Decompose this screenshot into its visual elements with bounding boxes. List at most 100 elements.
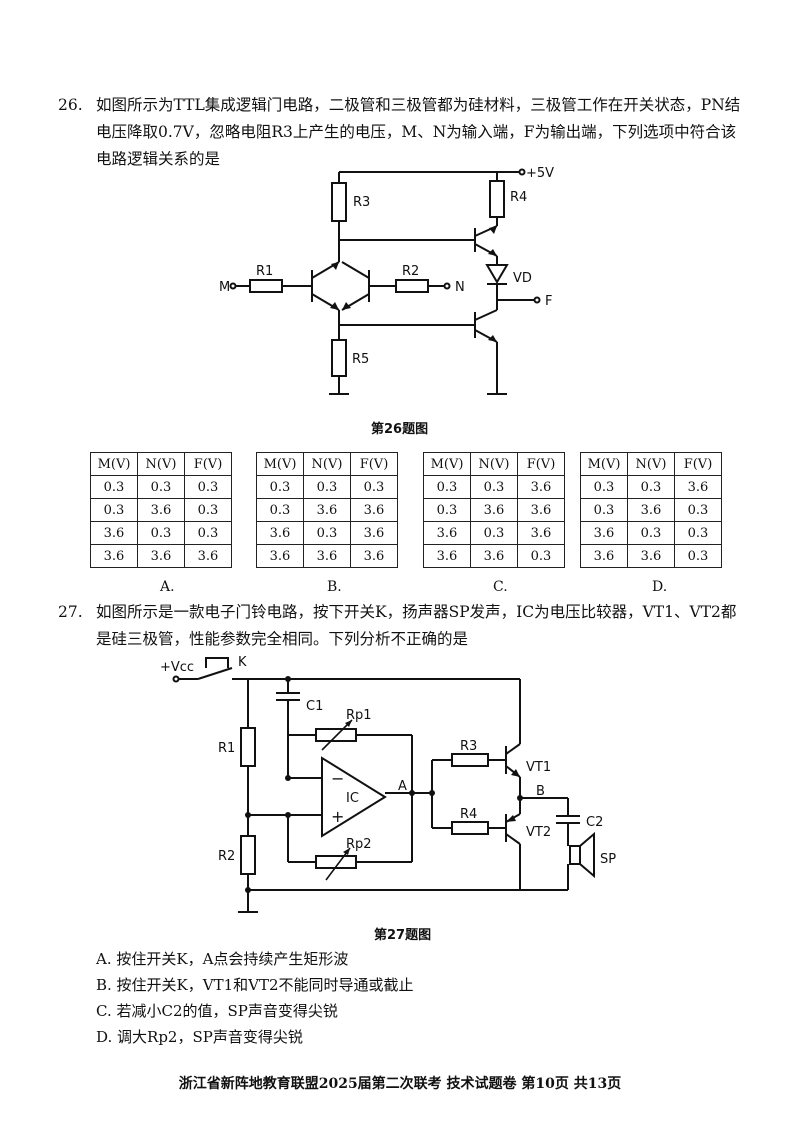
- r3-label: R3: [460, 739, 477, 754]
- c2-label: C2: [586, 815, 603, 830]
- table-cell: 0.3: [627, 521, 675, 545]
- r2-label: R2: [402, 264, 419, 279]
- table-cell: 0.3: [350, 475, 398, 499]
- question-line: 电路逻辑关系的是: [96, 150, 221, 168]
- table-cell: 3.6: [517, 475, 565, 499]
- table-cell: 3.6: [674, 475, 722, 499]
- ttl-gate-circuit-diagram: +5V R3 R4 VD F R1 R2 M N R5: [219, 166, 554, 395]
- table-cell: 0.3: [184, 498, 232, 522]
- header-cell: N(V): [470, 452, 518, 476]
- header-cell: N(V): [303, 452, 351, 476]
- header-cell: F(V): [184, 452, 232, 476]
- table-cell: 3.6: [303, 544, 351, 568]
- r4-label: R4: [510, 190, 527, 205]
- vd-label: VD: [513, 271, 532, 286]
- table-cell: 3.6: [580, 544, 628, 568]
- node-a-label: A: [398, 779, 407, 794]
- header-cell: M(V): [580, 452, 628, 476]
- rp2-label: Rp2: [346, 837, 372, 852]
- table-cell: 0.3: [303, 521, 351, 545]
- header-cell: F(V): [674, 452, 722, 476]
- table-cell: 3.6: [137, 544, 185, 568]
- header-cell: N(V): [627, 452, 675, 476]
- table-cell: 3.6: [627, 498, 675, 522]
- table-cell: 3.6: [256, 544, 304, 568]
- r4-label: R4: [460, 807, 477, 822]
- table-cell: 3.6: [470, 544, 518, 568]
- table-cell: 0.3: [303, 475, 351, 499]
- f-label: F: [545, 294, 552, 309]
- table-cell: 3.6: [517, 521, 565, 545]
- question-line: 是硅三极管，性能参数完全相同。下列分析不正确的是: [96, 630, 469, 648]
- header-cell: N(V): [137, 452, 185, 476]
- table-cell: 3.6: [90, 521, 138, 545]
- table-cell: 3.6: [470, 498, 518, 522]
- option-b: B. 按住开关K，VT1和VT2不能同时导通或截止: [96, 976, 414, 994]
- vcc-label: +Vcc: [160, 660, 194, 675]
- rp1-label: Rp1: [346, 708, 372, 723]
- table-cell: 3.6: [423, 521, 471, 545]
- r5-label: R5: [352, 352, 369, 367]
- plus-sign: +: [331, 807, 344, 826]
- table-cell: 0.3: [517, 544, 565, 568]
- question-26-text: 26. 如图所示为TTL集成逻辑门电路，二极管和三极管都为硅材料，三极管工作在开…: [58, 92, 748, 173]
- table-cell: 3.6: [423, 544, 471, 568]
- c1-label: C1: [306, 699, 323, 714]
- table-cell: 0.3: [470, 521, 518, 545]
- option-a: A. 按住开关K，A点会持续产生矩形波: [96, 950, 349, 968]
- option-d: D. 调大Rp2，SP声音变得尖锐: [96, 1028, 303, 1046]
- table-cell: 3.6: [627, 544, 675, 568]
- vt1-label: VT1: [526, 760, 551, 775]
- n-label: N: [455, 280, 465, 295]
- table-cell: 0.3: [627, 475, 675, 499]
- question-27-text: 27. 如图所示是一款电子门铃电路，按下开关K，扬声器SP发声，IC为电压比较器…: [58, 599, 748, 653]
- figure-caption-27: 第27题图: [374, 928, 432, 943]
- table-cell: 0.3: [580, 475, 628, 499]
- table-cell: 0.3: [90, 475, 138, 499]
- vt2-label: VT2: [526, 825, 551, 840]
- r1-label: R1: [256, 264, 273, 279]
- option-b-label: B.: [327, 579, 342, 595]
- table-cell: 3.6: [350, 498, 398, 522]
- page-footer: 浙江省新阵地教育联盟2025届第二次联考 技术试题卷 第10页 共13页: [178, 1076, 622, 1092]
- question-number: 27.: [58, 603, 83, 621]
- table-cell: 3.6: [350, 521, 398, 545]
- table-cell: 3.6: [137, 498, 185, 522]
- table-cell: 3.6: [90, 544, 138, 568]
- option-c: C. 若减小C2的值，SP声音变得尖锐: [96, 1002, 338, 1020]
- k-label: K: [238, 655, 247, 670]
- header-cell: M(V): [423, 452, 471, 476]
- header-cell: F(V): [350, 452, 398, 476]
- table-cell: 0.3: [184, 521, 232, 545]
- header-cell: F(V): [517, 452, 565, 476]
- table-cell: 0.3: [674, 521, 722, 545]
- header-cell: M(V): [256, 452, 304, 476]
- r1-label: R1: [218, 741, 235, 756]
- option-d-label: D.: [652, 579, 668, 595]
- doorbell-circuit-diagram: +Vcc K C1 Rp1 R1 R2 Rp2 IC A R3 R4 VT1 V…: [160, 655, 616, 913]
- table-cell: 3.6: [517, 498, 565, 522]
- table-cell: 3.6: [256, 521, 304, 545]
- table-cell: 0.3: [674, 544, 722, 568]
- table-cell: 3.6: [350, 544, 398, 568]
- question-line: 如图所示为TTL集成逻辑门电路，二极管和三极管都为硅材料，三极管工作在开关状态，…: [96, 96, 741, 114]
- table-cell: 0.3: [256, 498, 304, 522]
- table-cell: 0.3: [470, 475, 518, 499]
- sp-label: SP: [600, 852, 616, 867]
- m-label: M: [219, 280, 230, 295]
- table-cell: 0.3: [137, 475, 185, 499]
- minus-sign: −: [331, 769, 344, 788]
- table-cell: 3.6: [303, 498, 351, 522]
- table-cell: 0.3: [423, 475, 471, 499]
- question-line: 如图所示是一款电子门铃电路，按下开关K，扬声器SP发声，IC为电压比较器，VT1…: [96, 603, 737, 621]
- table-cell: 3.6: [580, 521, 628, 545]
- option-a-label: A.: [160, 579, 175, 595]
- table-cell: 0.3: [674, 498, 722, 522]
- ic-label: IC: [346, 791, 359, 806]
- table-cell: 0.3: [184, 475, 232, 499]
- figure-caption-26: 第26题图: [371, 422, 429, 437]
